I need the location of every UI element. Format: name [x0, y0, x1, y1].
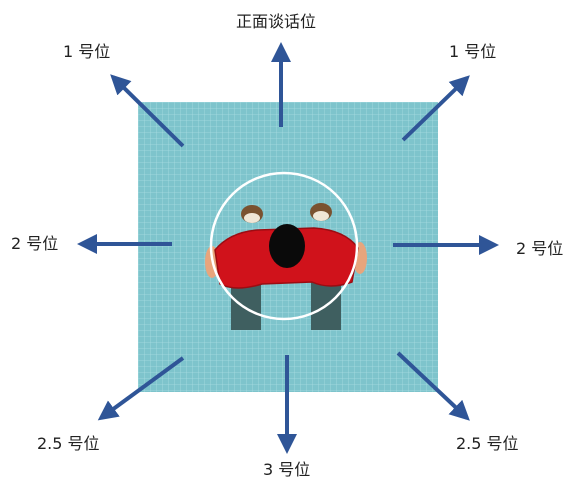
arrow-pos25-left: [97, 356, 185, 421]
label-pos25-right: 2.5 号位: [456, 434, 519, 453]
label-pos25-left: 2.5 号位: [37, 434, 100, 453]
arrow-pos1-right: [401, 75, 470, 142]
arrow-pos1-left: [110, 74, 185, 148]
person-top-view: [205, 203, 367, 289]
label-pos2-left: 2 号位: [11, 234, 59, 253]
arrow-pos25-right: [396, 351, 470, 421]
label-pos3: 3 号位: [263, 460, 311, 479]
focus-circle: [209, 171, 359, 321]
label-front-talk: 正面谈话位: [236, 12, 317, 31]
label-pos1-left: 1 号位: [63, 42, 111, 61]
chair-left: [231, 282, 261, 330]
label-pos1-right: 1 号位: [449, 42, 497, 61]
label-pos2-right: 2 号位: [516, 239, 564, 258]
